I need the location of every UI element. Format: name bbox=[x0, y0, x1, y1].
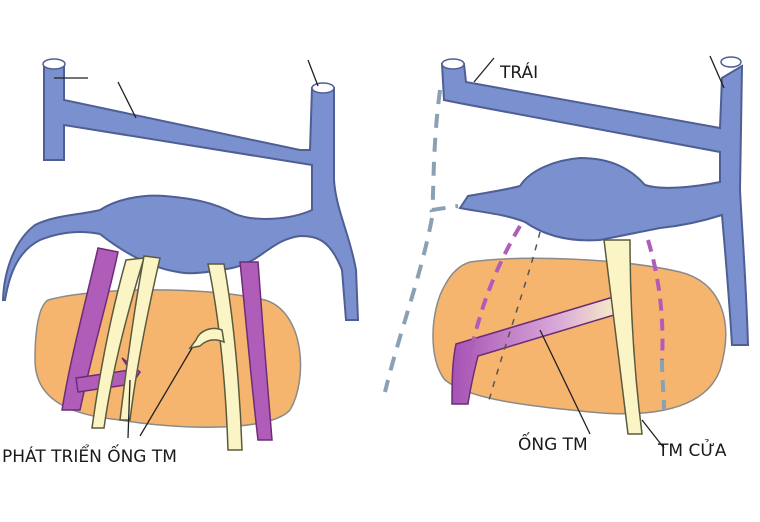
right-leader-top-right bbox=[709, 55, 725, 89]
right-ductus-venosus bbox=[451, 294, 625, 405]
left-leader-2 bbox=[117, 81, 137, 119]
left-leader-4 bbox=[127, 379, 131, 439]
label-right-bottom-right: TM CỬA bbox=[657, 438, 727, 461]
right-dotted-duct bbox=[487, 231, 541, 405]
right-portal-vein bbox=[603, 239, 643, 435]
right-liver bbox=[432, 257, 727, 415]
right-dashed-gray-right bbox=[660, 359, 666, 411]
left-leader-3 bbox=[307, 59, 319, 87]
right-dashed-left-line bbox=[429, 89, 459, 213]
left-yellow-vessel-3 bbox=[207, 263, 243, 451]
right-diagram: TRÁI ỐNG TM TM CỬA bbox=[383, 55, 750, 461]
right-leader-ong-tm bbox=[539, 329, 591, 435]
label-right-bottom-left: ỐNG TM bbox=[518, 431, 588, 455]
right-vein-top-opening-2 bbox=[720, 56, 742, 68]
left-yellow-vessel-1 bbox=[91, 257, 146, 429]
right-leader-tm-cua bbox=[641, 419, 665, 449]
label-left-bottom: PHÁT TRIỂN ỐNG TM bbox=[2, 443, 177, 467]
right-dashed-purple-left bbox=[464, 224, 522, 381]
right-vein-network bbox=[440, 63, 750, 346]
left-yellow-vessel-bud bbox=[188, 327, 225, 350]
left-leader-5 bbox=[139, 347, 193, 437]
left-diagram: PHÁT TRIỂN ỐNG TM bbox=[1, 58, 360, 467]
label-right-top: TRÁI bbox=[499, 61, 538, 83]
right-leader-trai bbox=[473, 57, 495, 83]
right-dashed-left-line-lower bbox=[383, 217, 434, 393]
left-purple-vessel-right bbox=[239, 261, 273, 441]
right-vein-top-opening-1 bbox=[441, 58, 465, 70]
left-vein-network bbox=[1, 63, 360, 321]
right-dashed-purple-right bbox=[646, 239, 665, 361]
left-vein-top-opening-2 bbox=[311, 82, 335, 94]
left-yellow-vessel-2 bbox=[119, 255, 161, 421]
left-purple-vessel-left bbox=[61, 247, 119, 411]
left-vein-top-opening-1 bbox=[42, 58, 66, 70]
